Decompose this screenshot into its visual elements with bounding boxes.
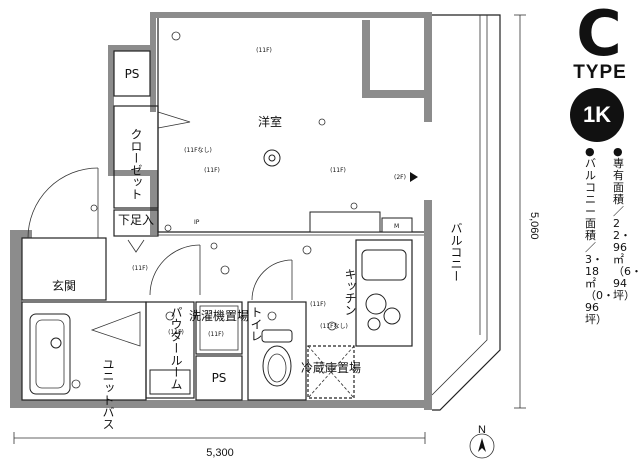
door-arrow-icon	[410, 172, 418, 182]
note-11f-c: (11F)	[330, 167, 346, 174]
label-kitchen: キッチン	[343, 268, 357, 316]
label-powder-room: パウダールーム	[169, 306, 183, 390]
label-shoe-storage: 下足入	[118, 213, 154, 227]
kitchen-area	[355, 239, 413, 347]
label-unit-bath: ユニットバス	[101, 358, 115, 430]
compass-north-label: N	[478, 424, 486, 436]
note-ip: IP	[194, 219, 200, 226]
toilet-room	[247, 301, 307, 401]
outer-walls	[10, 12, 432, 410]
label-fridge-space: 冷蔵庫置場	[301, 361, 361, 375]
note-11f-none-a: (11Fなし)	[184, 147, 212, 154]
note-11f-g: (11F)	[168, 329, 184, 336]
layout-badge: 1K	[570, 88, 624, 142]
shoe-storage	[113, 209, 159, 253]
entrance-room	[21, 167, 107, 301]
dimension-lines	[13, 14, 526, 444]
note-2f: (2F)	[394, 174, 406, 181]
type-panel: C TYPE 1K ●専有面積／22・96㎡（6・94坪） ●バルコニー面積／3…	[555, 2, 639, 332]
note-11f-a: (11F)	[256, 47, 272, 54]
note-11f-none-b: (11Fなし)	[320, 323, 348, 330]
spec-balcony: ●バルコニー面積／3・18㎡（0・96坪）	[585, 145, 614, 326]
type-letter: C	[576, 0, 622, 70]
unit-bath-room	[21, 301, 147, 401]
label-western-room: 洋室	[258, 114, 282, 129]
fridge-space	[307, 345, 355, 399]
washer-space	[195, 301, 243, 355]
label-washer-space: 洗濯機置場	[189, 308, 249, 323]
type-word: TYPE	[573, 62, 627, 83]
note-11f-d: (11F)	[132, 265, 148, 272]
ps-top-room	[113, 50, 151, 97]
ps-bottom-room	[195, 355, 243, 401]
label-ps-top: PS	[125, 67, 140, 81]
balcony-outline	[431, 14, 501, 411]
note-11f-e: (11F)	[208, 331, 224, 338]
ceiling-lights	[71, 31, 358, 389]
powder-room	[145, 301, 195, 399]
note-11f-b: (11F)	[204, 167, 220, 174]
label-toilet: トイレ	[249, 306, 263, 342]
label-balcony: バルコニー	[449, 222, 463, 282]
label-entrance: 玄関	[52, 278, 76, 293]
label-ps-bottom: PS	[212, 371, 227, 385]
north-compass	[469, 433, 495, 459]
dimension-depth: 5,060	[528, 212, 540, 240]
label-closet: クローゼット	[129, 128, 143, 200]
hall-doors	[149, 244, 293, 301]
dimension-width: 5,300	[206, 447, 234, 459]
note-11f-f: (11F)	[310, 301, 326, 308]
note-m: M	[394, 223, 399, 230]
spec-area: ●専有面積／22・96㎡（6・94坪）	[613, 145, 639, 302]
